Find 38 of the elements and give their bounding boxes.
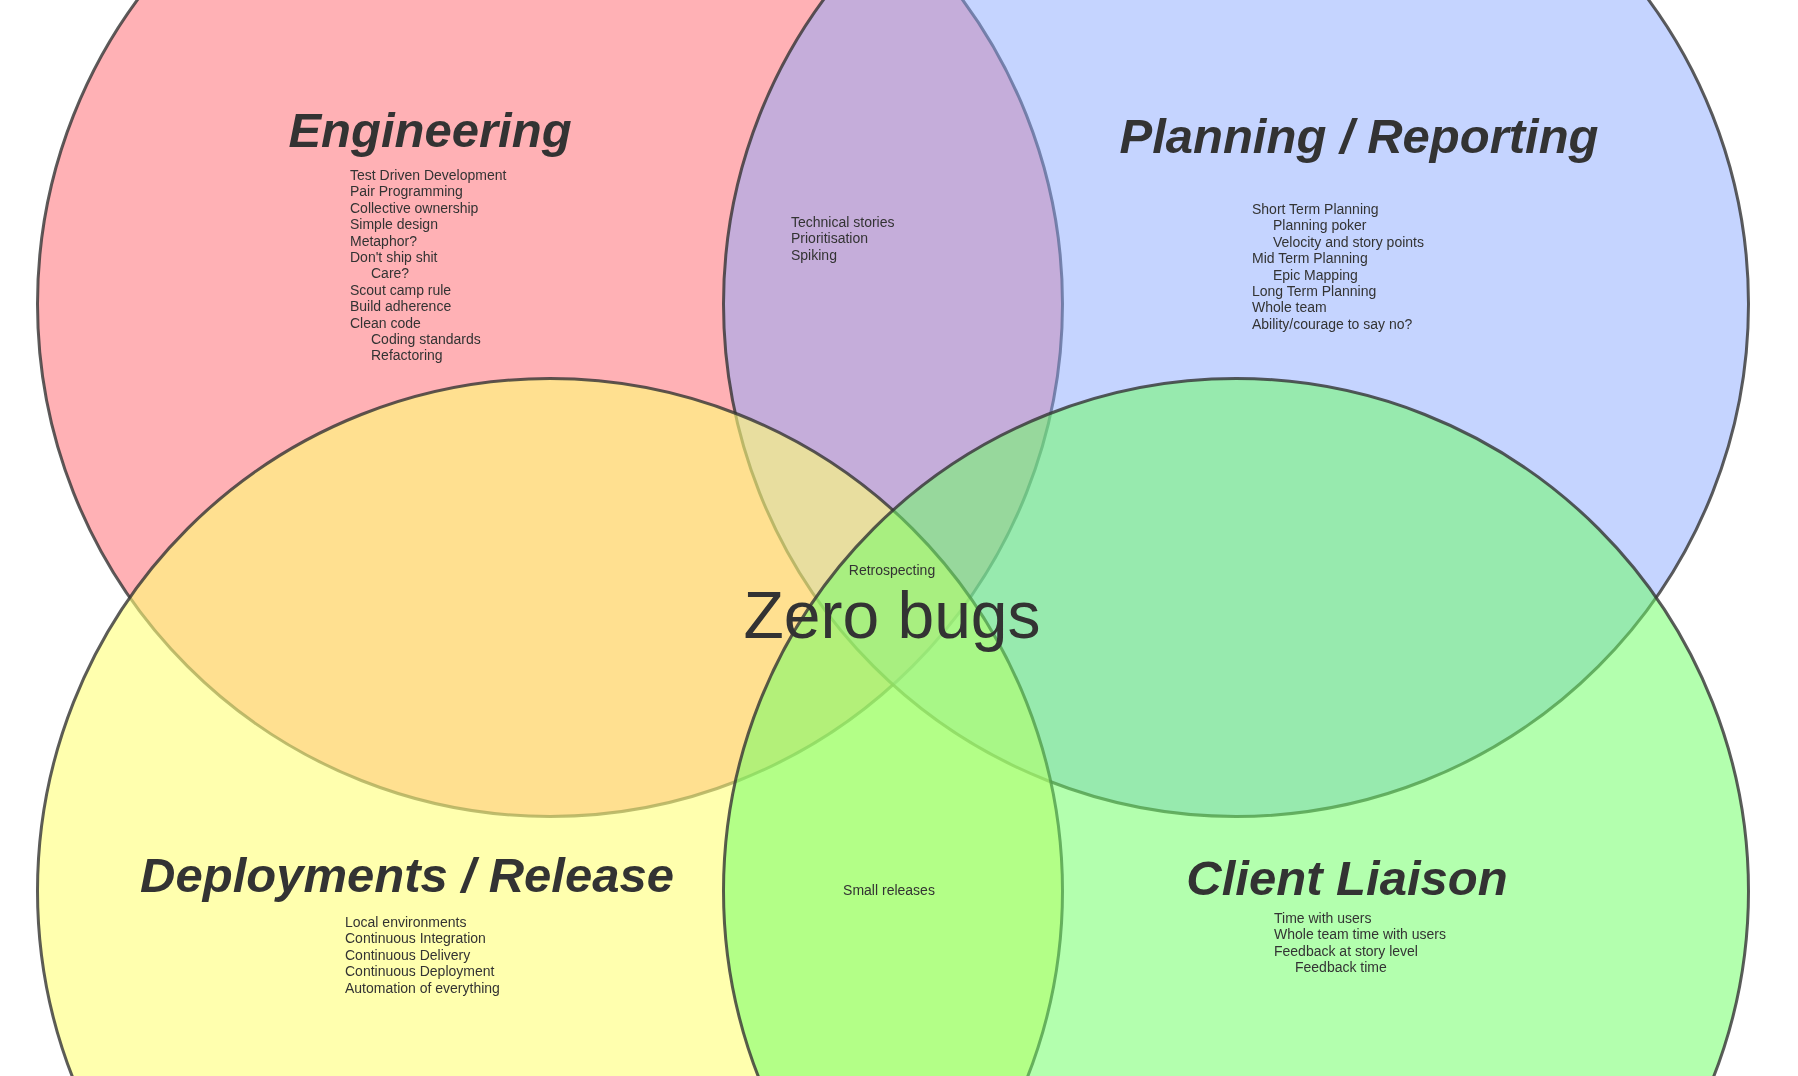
list-item: Continuous Integration [345,930,486,947]
list-item: Whole team [1252,299,1327,316]
list-item: Feedback at story level [1274,942,1418,960]
circle-title: Planning / Reporting [1119,108,1599,164]
circle-title: Engineering [288,102,572,158]
circle-title: Client Liaison [1186,850,1508,906]
list-item: Epic Mapping [1273,266,1358,283]
list-item: Whole team time with users [1274,926,1446,943]
list-item: Scout camp rule [350,281,452,299]
list-item: Velocity and story points [1273,233,1424,251]
circle-title: Deployments / Release [140,847,674,903]
list-item: Planning poker [1273,217,1367,234]
list-item: Continuous Deployment [345,963,495,980]
list-item: Test Driven Development [350,167,507,184]
list-item: Refactoring [371,347,443,364]
overlap-label: Prioritisation [791,230,869,247]
list-item: Coding standards [371,331,481,348]
list-item: Clean code [350,314,421,331]
list-item: Metaphor? [350,232,417,249]
list-item: Automation of everything [345,979,500,996]
list-item: Care? [371,265,410,282]
list-item: Ability/courage to say no? [1252,315,1413,333]
list-item: Local environments [345,914,467,931]
overlap-label: Spiking [791,246,837,264]
list-item: Continuous Delivery [345,946,471,964]
list-item: Build adherence [350,298,452,315]
list-item: Simple design [350,216,438,233]
overlap-label: Retrospecting [848,562,936,579]
overlap-label: Technical stories [791,214,895,231]
list-item: Time with users [1274,910,1372,927]
list-item: Pair Programming [350,183,463,200]
list-item: Feedback time [1295,959,1387,976]
list-item: Mid Term Planning [1252,250,1368,267]
list-item: Short Term Planning [1252,201,1379,218]
list-item: Don't ship shit [350,249,438,266]
list-item: Long Term Planning [1252,283,1377,300]
list-item: Collective ownership [350,199,479,217]
overlap-label: Small releases [843,882,935,899]
